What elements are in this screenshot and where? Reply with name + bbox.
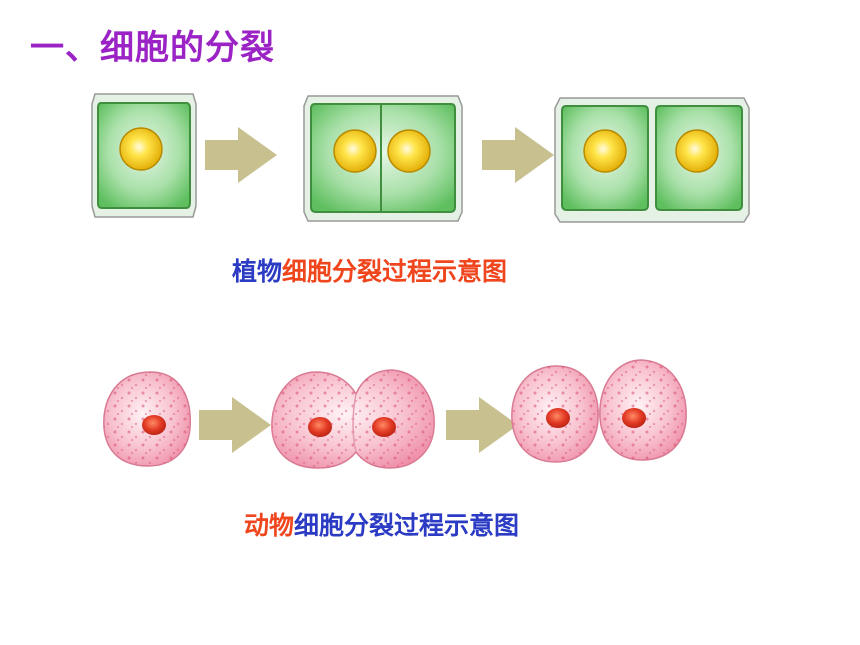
animal-cell-stage-2 — [271, 369, 435, 469]
animal-nucleus — [546, 408, 570, 428]
plant-caption: 植物细胞分裂过程示意图 — [232, 252, 507, 288]
animal-cell-stage-3 — [511, 359, 687, 463]
plant-nucleus — [583, 129, 627, 173]
animal-nucleus — [308, 417, 332, 437]
plant-cell-stage-3 — [554, 97, 750, 223]
plant-caption-prefix: 植物 — [232, 257, 283, 286]
plant-nucleus — [675, 129, 719, 173]
arrow-right-icon — [482, 127, 554, 183]
page-title: 一、细胞的分裂 — [30, 28, 275, 68]
animal-caption-suffix: 细胞分裂过程示意图 — [294, 511, 520, 540]
animal-nucleus — [372, 417, 396, 437]
plant-nucleus — [387, 129, 431, 173]
animal-caption: 动物细胞分裂过程示意图 — [244, 506, 519, 542]
arrow-right-icon — [199, 397, 271, 453]
animal-nucleus — [142, 415, 166, 435]
animal-nucleus — [622, 408, 646, 428]
plant-nucleus — [333, 129, 377, 173]
plant-caption-suffix: 细胞分裂过程示意图 — [282, 257, 508, 286]
plant-cell-stage-2 — [303, 95, 463, 222]
arrow-right-icon — [446, 397, 518, 453]
plant-nucleus — [119, 127, 163, 171]
arrow-right-icon — [205, 127, 277, 183]
animal-cell-stage-1 — [103, 371, 191, 467]
plant-cell-stage-1 — [91, 93, 197, 218]
animal-caption-prefix: 动物 — [244, 511, 295, 540]
